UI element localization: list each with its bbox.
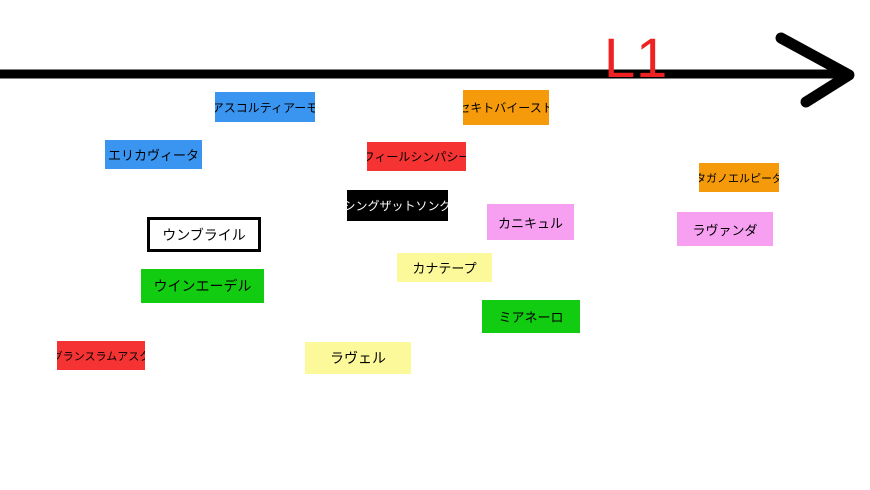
- tag-kanateepu: カナテープ: [397, 253, 492, 282]
- tag-unburairu: ウンブライル: [147, 217, 261, 252]
- tag-kanikyuru: カニキュル: [487, 204, 574, 240]
- tag-guransuramuasuku: グランスラムアスク: [57, 341, 145, 370]
- tag-firushinpashi: フィールシンパシー: [367, 142, 466, 171]
- tag-ascoltiaamo: アスコルティアーモ: [215, 92, 315, 122]
- axis-label: L1: [604, 26, 669, 89]
- tag-miyaneero: ミアネーロ: [482, 300, 580, 333]
- tag-taganoerubida: タガノエルピーダ: [699, 163, 779, 192]
- tag-erikavita: エリカヴィータ: [105, 140, 202, 169]
- tag-uinerdel: ウインエーデル: [141, 269, 264, 303]
- tag-ravueru: ラヴェル: [305, 342, 411, 374]
- tag-ravuanda: ラヴァンダ: [677, 212, 773, 246]
- arrow-head-icon: [775, 32, 855, 108]
- tag-shinguzattosongu: シングザットソング: [347, 190, 448, 221]
- tag-sekitobaiisuto: セキトバイースト: [463, 90, 549, 125]
